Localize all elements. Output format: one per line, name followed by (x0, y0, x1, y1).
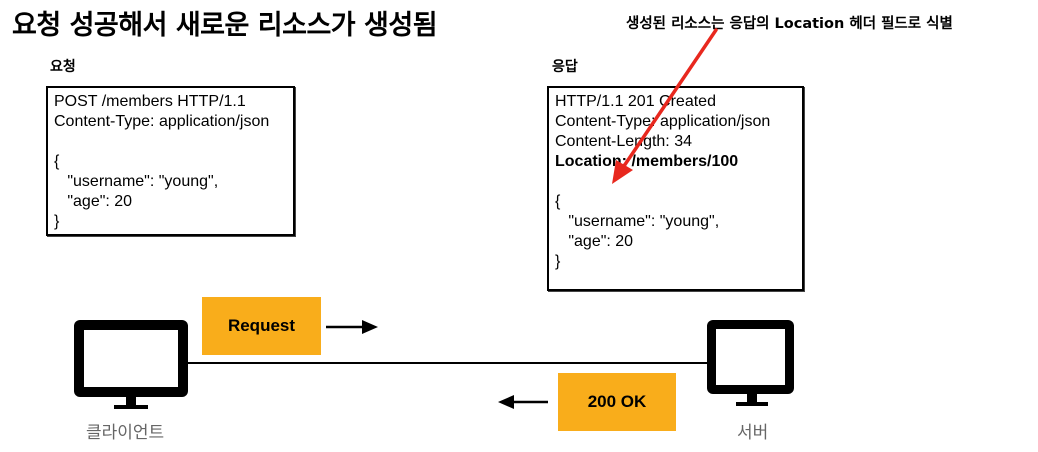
client-caption: 클라이언트 (86, 423, 165, 443)
response-line: } (555, 253, 561, 270)
response-line: HTTP/1.1 201 Created (555, 93, 716, 110)
response-line: { (555, 193, 561, 210)
response-line: Content-Length: 34 (555, 133, 692, 150)
request-line: { (54, 153, 60, 170)
response-line: Content-Type: application/json (555, 113, 771, 130)
response-line: Location: /members/100 (555, 153, 739, 170)
request-line: POST /members HTTP/1.1 (54, 93, 246, 110)
client-monitor-icon (74, 320, 188, 409)
request-badge: Request (202, 297, 321, 355)
response-line: "username": "young", (555, 213, 720, 230)
request-line: "age": 20 (54, 193, 133, 210)
server-caption: 서버 (737, 423, 769, 443)
location-annotation: 생성된 리소스는 응답의 Location 헤더 필드로 식별 (626, 16, 953, 32)
request-line: Content-Type: application/json (54, 113, 270, 130)
response-label: 응답 (552, 59, 578, 75)
response-arrow (498, 395, 548, 409)
page-title: 요청 성공해서 새로운 리소스가 생성됨 (12, 10, 438, 41)
response-status-badge: 200 OK (558, 373, 676, 431)
request-label: 요청 (50, 59, 76, 75)
request-line: } (54, 213, 60, 230)
request-line: "username": "young", (54, 173, 219, 190)
request-arrow (326, 320, 378, 334)
server-monitor-icon (707, 320, 794, 406)
location-pointer-arrow (612, 28, 718, 184)
response-line: "age": 20 (555, 233, 634, 250)
